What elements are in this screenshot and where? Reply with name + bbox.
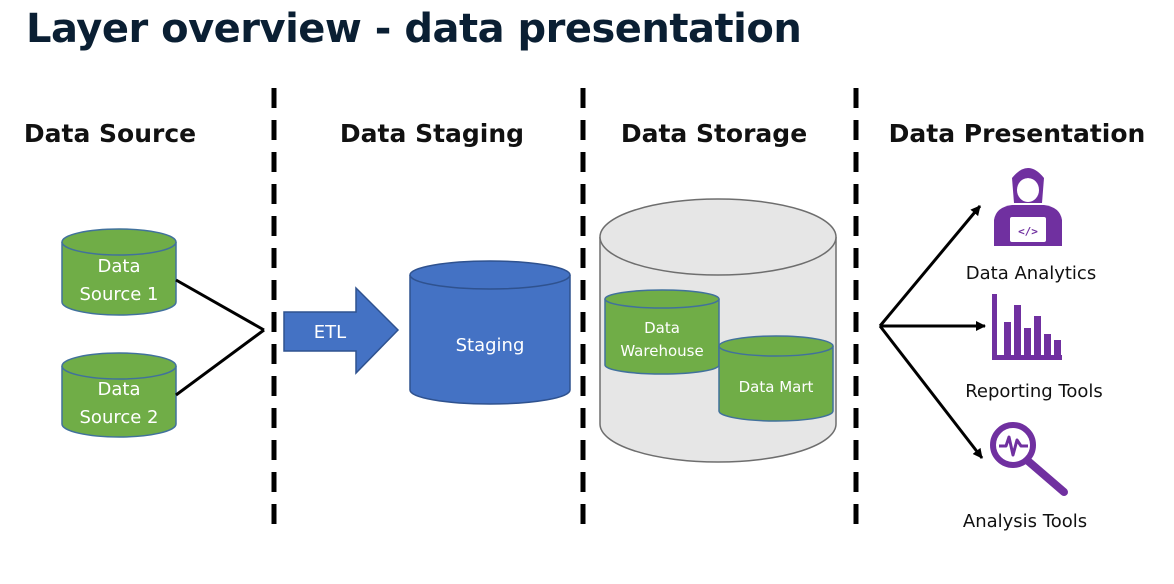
data-warehouse-label-line1: Data — [644, 319, 680, 337]
etl-arrow: ETL — [283, 286, 400, 375]
arrow-to-analysis-tools — [878, 325, 984, 459]
data-analytics-label: Data Analytics — [966, 263, 1096, 284]
analysis-tools-label: Analysis Tools — [963, 511, 1087, 532]
data-mart-cylinder: Data Mart — [718, 335, 834, 422]
data-source-2-label-line2: Source 2 — [80, 407, 159, 428]
arrow-to-data-analytics — [878, 205, 982, 327]
etl-label: ETL — [314, 322, 346, 343]
bar-chart-icon — [992, 294, 1062, 360]
data-warehouse-label-line2: Warehouse — [620, 342, 703, 360]
analyst-icon: </> — [994, 168, 1062, 246]
column-header-data-presentation: Data Presentation — [889, 119, 1146, 148]
reporting-tools-label: Reporting Tools — [965, 381, 1103, 402]
column-header-data-staging: Data Staging — [340, 119, 524, 148]
data-mart-label: Data Mart — [739, 378, 814, 396]
column-header-data-storage: Data Storage — [621, 119, 807, 148]
data-source-1-cylinder: Data Source 1 — [61, 228, 177, 316]
data-source-1-label-line1: Data — [98, 256, 141, 277]
data-source-1-label-line2: Source 1 — [80, 284, 159, 305]
connector-line-source-2 — [175, 328, 265, 397]
staging-cylinder: Staging — [409, 260, 571, 405]
data-warehouse-cylinder: Data Warehouse — [604, 289, 720, 375]
connector-line-source-1 — [175, 278, 265, 332]
staging-label: Staging — [456, 335, 525, 356]
magnifier-pulse-icon — [990, 422, 1068, 496]
page-title: Layer overview - data presentation — [26, 6, 802, 52]
data-source-2-cylinder: Data Source 2 — [61, 352, 177, 438]
svg-text:</>: </> — [1018, 225, 1038, 238]
column-header-data-source: Data Source — [24, 119, 196, 148]
data-source-2-label-line1: Data — [98, 379, 141, 400]
